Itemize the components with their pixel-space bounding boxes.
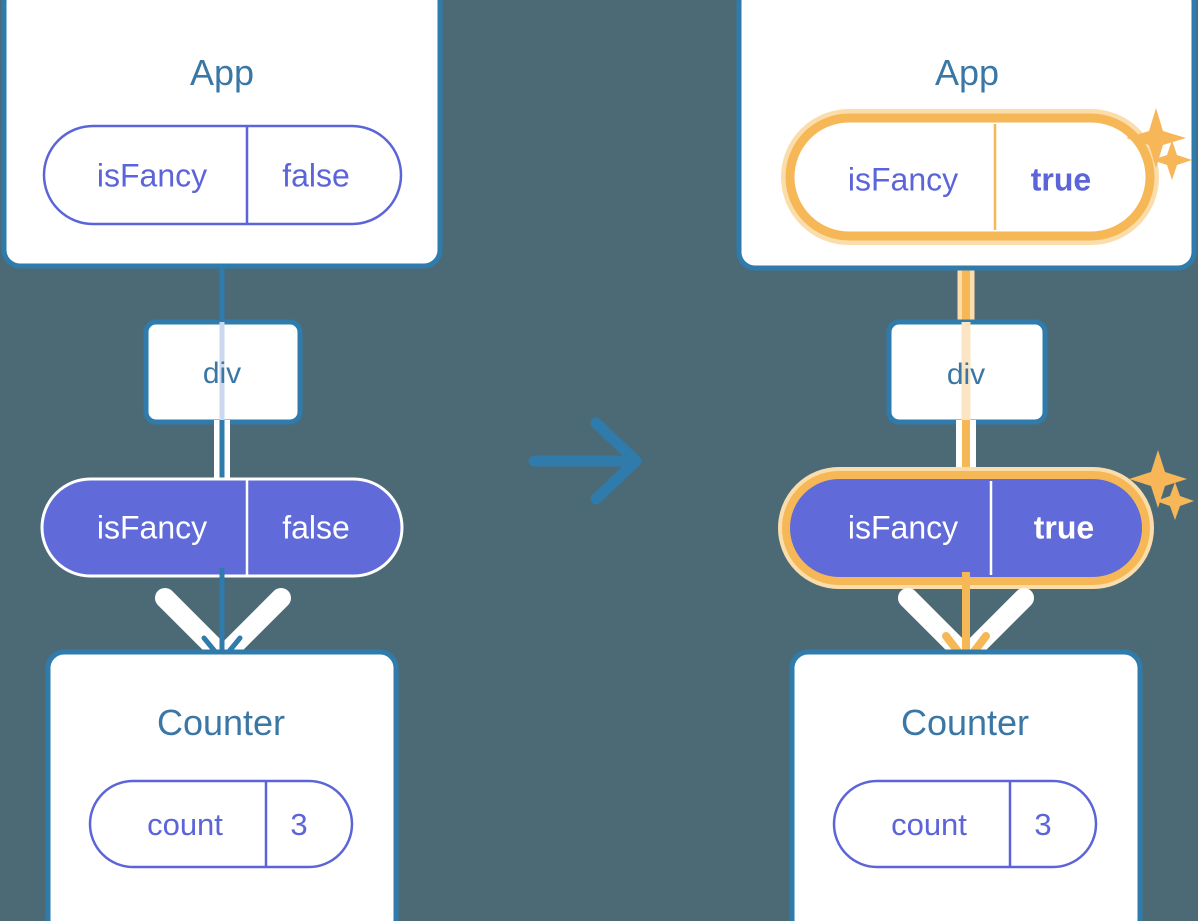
- prop-pill-right: [778, 467, 1154, 589]
- arrow-pill-to-counter-left: [201, 568, 243, 663]
- arrow-right-icon: [528, 417, 642, 505]
- prop-pill-left: [40, 477, 404, 578]
- sparkle-small-pill-right: [1156, 482, 1194, 520]
- app-pill-left: [42, 124, 403, 226]
- sparkle-small-app-right: [1152, 140, 1192, 180]
- sparkle-large-app-right: [1126, 108, 1186, 168]
- counter-pill-left: [88, 779, 354, 869]
- app-pill-right: [781, 109, 1159, 245]
- counter-pill-right: [832, 779, 1098, 869]
- sparkle-large-pill-right: [1129, 450, 1187, 508]
